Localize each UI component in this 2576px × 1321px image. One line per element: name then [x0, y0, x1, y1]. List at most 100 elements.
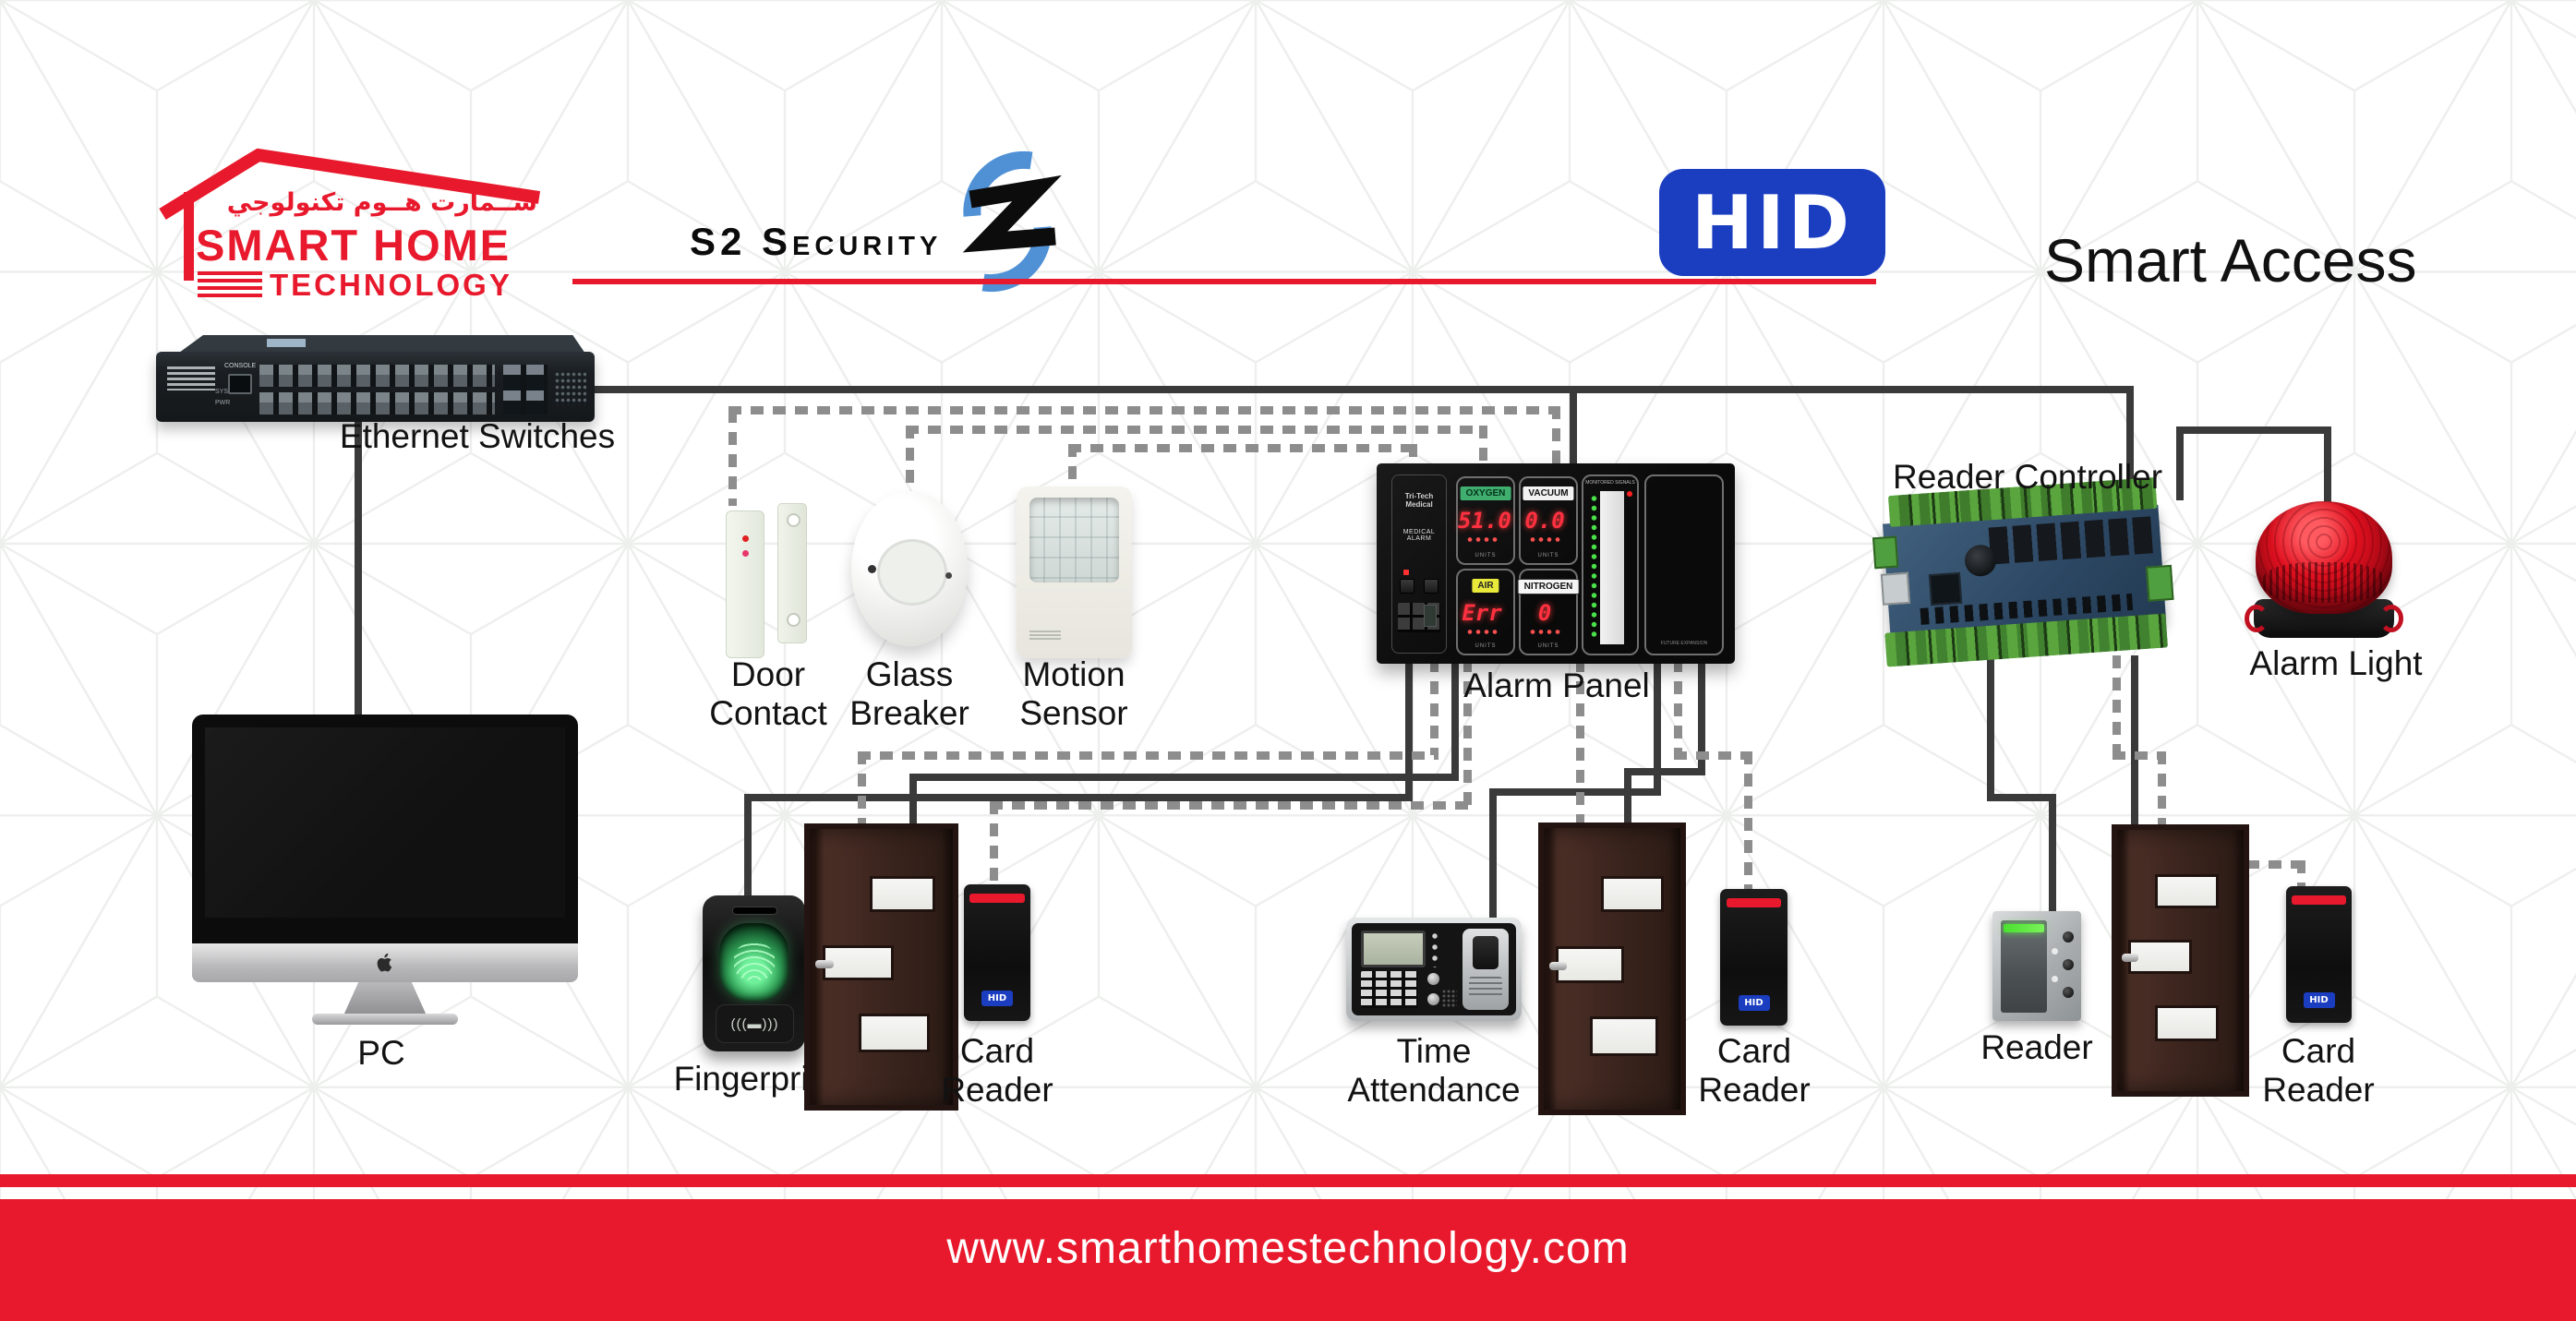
line-controller-reader-h: [1987, 794, 2056, 801]
alarm-blank-note: FUTURE EXPANSION: [1660, 641, 1708, 646]
logo-arabic-text: ســمارت هــوم تكنولوجي: [226, 188, 537, 217]
alarm-module-vacuum-leds: [1530, 537, 1563, 542]
line-controller-reader-v2: [2049, 794, 2056, 914]
dash-controller-cardreader3-v1: [2113, 655, 2121, 755]
alarm-module-air-name: AIR: [1472, 579, 1499, 593]
line-controller-door3: [2131, 655, 2138, 829]
dash-panel-cardreader1-h: [990, 801, 1472, 810]
line-panel-fingerprint-v1: [1405, 659, 1413, 799]
time-attendance-speaker: [1442, 990, 1457, 1008]
alarm-module-oxygen-value: 51.0: [1458, 508, 1511, 534]
alarm-module-air-leds: [1467, 630, 1500, 634]
switch-logo-plate: [167, 366, 215, 390]
line-main-bus: [591, 386, 2134, 393]
alarm-panel-btn2: [1424, 579, 1438, 594]
switch-led-matrix: [555, 372, 586, 405]
alarm-panel-led: [1403, 570, 1409, 575]
door-2-handle: [1548, 961, 1568, 971]
line-switch-pc: [355, 420, 362, 717]
card-reader-3-hid-logo: HID: [2303, 991, 2335, 1008]
line-bus-alarmpanel: [1570, 386, 1577, 469]
switch-sfp-ports-row1: [259, 365, 495, 387]
dash-panel-door1-h: [858, 751, 1438, 760]
pc-screen: [205, 727, 565, 918]
card-reader-1: HID: [964, 884, 1030, 1021]
dash-panel-cardreader1-v2: [990, 801, 998, 886]
door-contact-switch: [777, 503, 807, 643]
header-red-line: [572, 279, 1876, 284]
alarm-signals-title: MONITORED SIGNALS: [1585, 480, 1635, 486]
motion-sensor-lens: [1029, 498, 1119, 582]
alarm-panel-left-module: Tri-Tech Medical MEDICAL ALARM: [1391, 474, 1447, 654]
glass-breaker-led: [945, 572, 952, 579]
alarm-signals-red-led: [1627, 491, 1632, 497]
switch-top-face: [177, 335, 585, 354]
dash-panel-door2: [1576, 659, 1584, 825]
switch-pwr-label: PWR: [215, 400, 231, 406]
card-reader-2-stripe: [1726, 898, 1782, 907]
alarm-module-oxygen: OXYGEN 51.0 UNITS: [1456, 476, 1515, 565]
dash-motion-panel: [1409, 444, 1417, 468]
time-attendance-brand-plate: [1469, 977, 1502, 997]
time-attendance-icons: [1431, 932, 1438, 967]
dash-panel-cardreader2-v2: [1744, 751, 1752, 892]
dash-panel-cardreader2-v1: [1674, 659, 1682, 755]
line-controller-alarmlight-v2: [2324, 426, 2331, 515]
logo-subtitle: TECHNOLOGY: [270, 268, 512, 302]
door-2-pane-bottom: [1590, 1016, 1659, 1057]
fingerprint-rfid-zone: (((▬))): [716, 1004, 794, 1043]
time-attendance-keypad: [1361, 971, 1418, 1008]
alarm-module-nitrogen-units: UNITS: [1537, 643, 1559, 649]
motion-sensor-label: Motion Sensor: [1019, 655, 1128, 733]
ethernet-switch-device: CONSOLE SYS PWR: [156, 335, 595, 422]
line-panel-timeattendance-h: [1489, 788, 1661, 796]
door-contact-screw-top: [787, 513, 800, 527]
reader-controller-device: [1872, 476, 2174, 667]
card-reader-1-hid-logo: HID: [981, 990, 1013, 1006]
door-1: [804, 823, 958, 1111]
alarm-module-nitrogen-leds: [1530, 630, 1563, 634]
switch-console-label: CONSOLE: [224, 363, 257, 369]
controller-terminal-left: [1872, 535, 1899, 570]
alarm-panel-device: Tri-Tech Medical MEDICAL ALARM OXYGEN 51…: [1377, 463, 1735, 664]
pc-device: [192, 715, 578, 1027]
alarm-module-nitrogen-name: NITROGEN: [1517, 579, 1580, 594]
dash-doorcontact-h: [728, 406, 1560, 414]
alarm-signals-module: MONITORED SIGNALS: [1582, 474, 1639, 655]
line-bus-controller: [2126, 386, 2134, 498]
fingerprint-scanner-ridges: [734, 943, 775, 980]
door-2-pane-top: [1601, 875, 1665, 913]
apple-logo-icon: [377, 953, 392, 972]
logo-title: SMART HOME: [196, 221, 512, 270]
line-panel-door1-v2: [909, 774, 917, 835]
alarm-module-nitrogen: NITROGEN 0 UNITS: [1517, 569, 1580, 655]
reader-screw-1: [2063, 931, 2074, 943]
glass-breaker-label: Glass Breaker: [849, 655, 969, 733]
switch-front-face: CONSOLE SYS PWR: [156, 352, 595, 422]
alarm-module-vacuum-value: 0.0: [1524, 508, 1565, 534]
door-1-handle: [815, 960, 835, 968]
pc-label: PC: [357, 1034, 405, 1072]
door-contact-screw-bottom: [787, 613, 800, 627]
controller-ethernet-jack: [1880, 571, 1911, 606]
time-attendance-lcd: [1361, 931, 1426, 967]
door-2: [1538, 823, 1686, 1115]
time-attendance-fp-module: [1463, 929, 1509, 1010]
time-attendance-btn1: [1427, 973, 1439, 985]
fingerprint-speaker-slot: [732, 907, 777, 915]
card-reader-1-stripe: [969, 894, 1025, 903]
card-reader-2: HID: [1720, 889, 1788, 1026]
door-3: [2112, 824, 2249, 1097]
pc-base: [312, 1014, 458, 1025]
dash-controller-cardreader3-v3: [2297, 860, 2305, 890]
card-reader-1-label: Card Reader: [941, 1032, 1053, 1110]
pc-chin: [192, 943, 578, 982]
switch-console-port: [228, 374, 252, 394]
line-panel-timeattendance-v1: [1654, 659, 1661, 794]
dash-glassbreaker-panel: [1479, 426, 1487, 467]
reader-controller-label: Reader Controller: [1892, 458, 2163, 496]
product-title: Smart Access: [2044, 226, 2417, 294]
dash-motion-h: [1068, 444, 1417, 452]
dash-doorcontact-panel: [1552, 406, 1560, 467]
